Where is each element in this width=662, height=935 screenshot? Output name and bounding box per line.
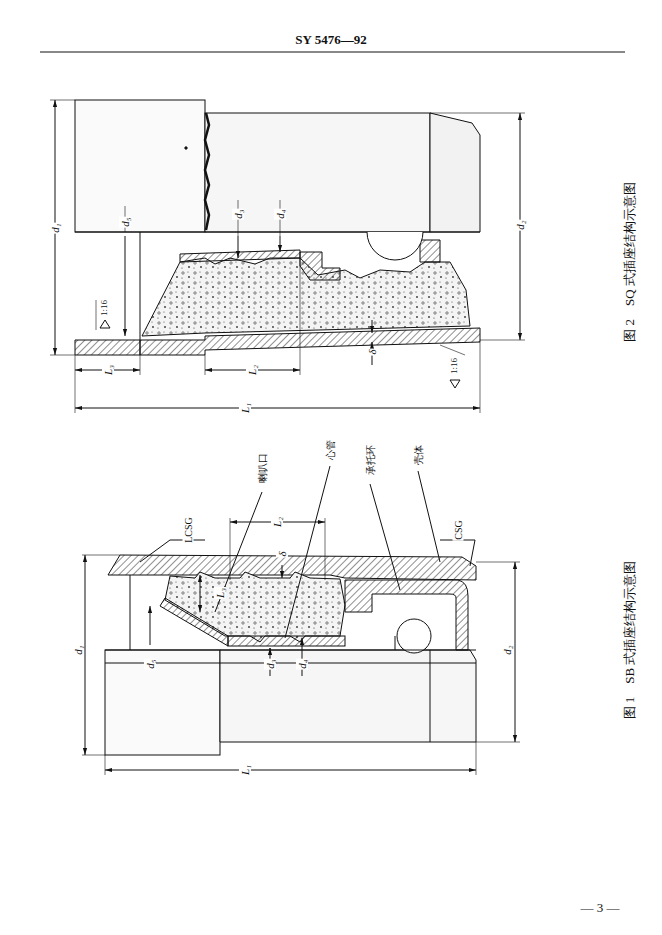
dimension-label: d₅ xyxy=(144,658,156,669)
dimension-label: CSG xyxy=(453,519,464,540)
dimension-label: LCSG xyxy=(183,516,194,544)
dimension-label: 图 2 SQ 式插座结构示意图 xyxy=(623,181,637,343)
dimension-label: δ xyxy=(276,550,288,557)
dimension-label: 壳体 xyxy=(413,444,424,466)
dimension-label: 承托环 xyxy=(365,444,376,476)
dimension-label: d₃ xyxy=(264,658,276,669)
dimension-label: L₃ xyxy=(214,587,226,599)
dimension-label: d₂ xyxy=(501,644,513,655)
dimension-label: L₁ xyxy=(239,764,251,776)
dimension-label: 1:16 xyxy=(100,299,110,317)
dimension-label: L₁ xyxy=(239,402,251,414)
dimension-label: d₃ xyxy=(232,208,244,219)
dimension-label: L₃ xyxy=(102,364,114,376)
dimension-label: L₂ xyxy=(246,364,258,376)
dimension-label: 心管 xyxy=(325,439,336,461)
dimension-label: d₄ xyxy=(274,208,286,219)
page-text: — 3 — xyxy=(580,901,621,915)
dimension-label: 1:16 xyxy=(450,357,460,375)
dimension-label: d₄ xyxy=(296,658,308,669)
dimension-label: 图 1 SB 式插座结构示意图 xyxy=(623,560,637,721)
dimension-label: L₂ xyxy=(271,516,283,528)
dimension-label: d₁ xyxy=(49,222,61,233)
page-text: SY 5476—92 xyxy=(294,33,367,47)
dimension-label: δ xyxy=(366,348,378,355)
dimension-label: 喇叭口 xyxy=(257,452,268,484)
dimension-label: d₅ xyxy=(119,216,131,227)
dimension-label: d₂ xyxy=(514,219,526,230)
dimension-label: d₁ xyxy=(72,644,84,655)
